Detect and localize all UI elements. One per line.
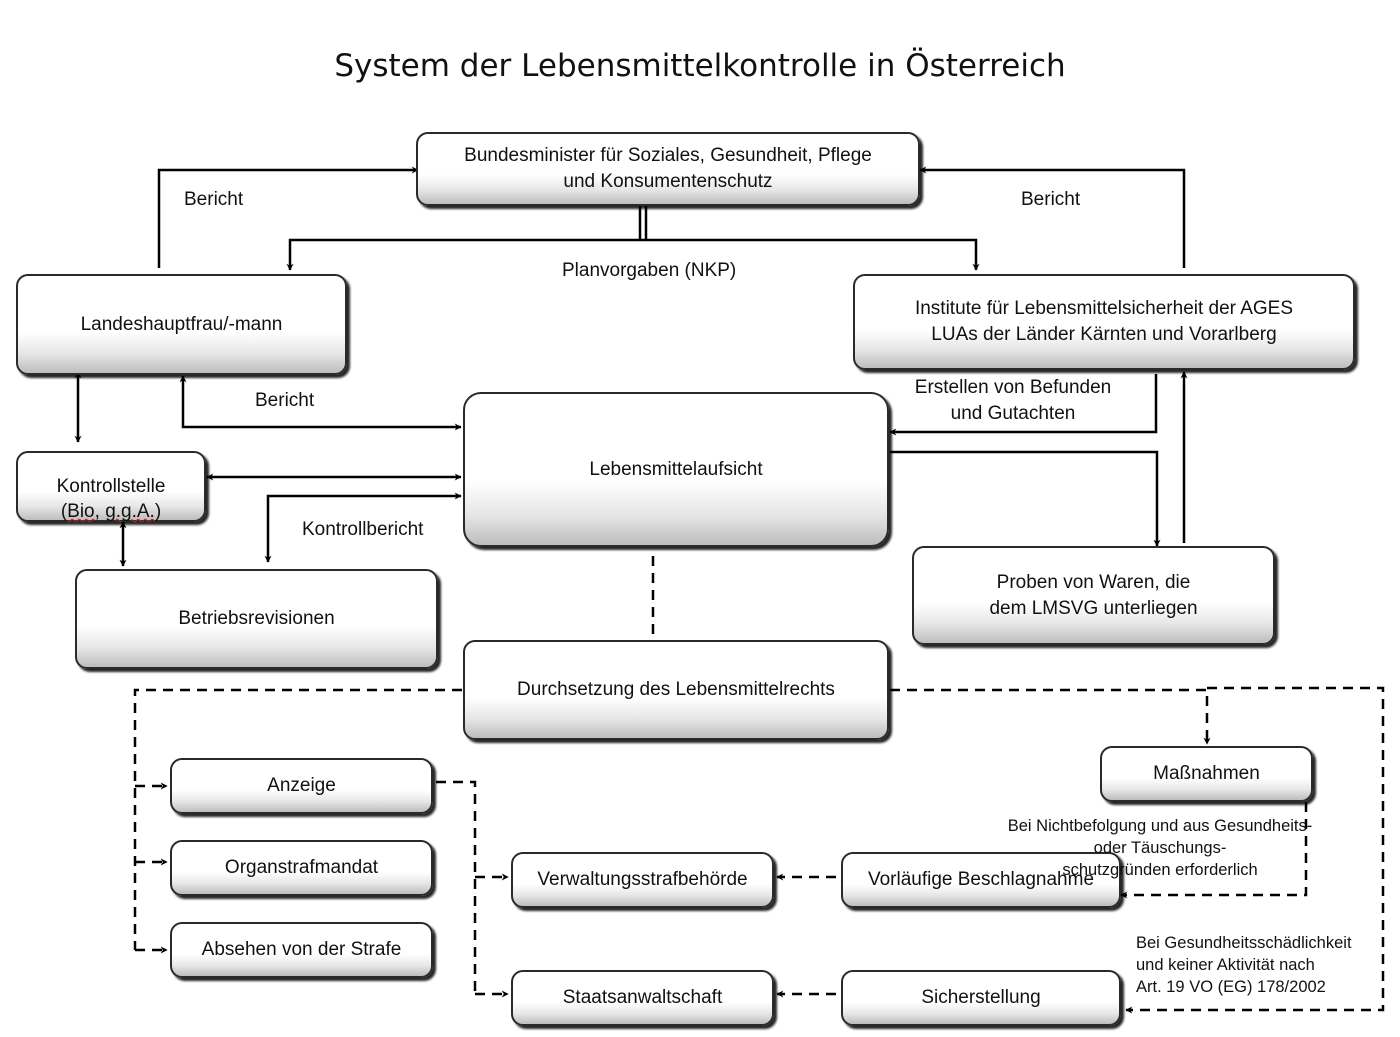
public-prosecutor-box: Staatsanwaltschaft [511,970,774,1026]
control-body-bio: Bio [67,501,95,522]
control-body-box: Kontrollstelle(Bio, g.g.A.) [16,451,206,522]
food-inspection-box: Lebensmittelaufsicht [463,392,889,547]
control-body-text: Kontrollstelle(Bio, g.g.A.) [56,476,166,522]
control-report-arrow [264,492,462,563]
waiver-box: Absehen von der Strafe [170,922,433,978]
health-hazard-label: Bei Gesundheitsschädlichkeit und keiner … [1136,934,1352,996]
on-the-spot-fine-box: Organstrafmandat [170,840,433,896]
findings-label: Erstellen von Befunden und Gutachten [914,377,1112,424]
plan-targets-label: Planvorgaben (NKP) [562,260,737,281]
inspection-samples-arrow [890,450,1161,547]
report-label-right: Bericht [1021,189,1081,210]
measures-box: Maßnahmen [1100,746,1313,802]
complaint-branch [436,780,477,994]
governor-inspection-arrow [179,375,462,431]
report-arrow-left [157,166,419,268]
control-body-gga: g.g.A. [105,501,155,522]
report-label-mid: Bericht [255,390,315,411]
non-compliance-label: Bei Nichtbefolgung und aus Gesundheits- … [1007,817,1313,879]
ages-box: Institute für Lebensmittelsicherheit der… [853,274,1355,370]
enforcement-box: Durchsetzung des Lebensmittelrechts [463,640,889,740]
admin-penalty-authority-box: Verwaltungsstrafbehörde [511,852,774,908]
ministry-box: Bundesminister für Soziales, Gesundheit,… [416,132,920,206]
report-arrow-right [919,166,1186,268]
plan-arrow-right [643,238,980,271]
operations-audit-box: Betriebsrevisionen [75,569,438,669]
provisional-seizure-box: Vorläufige Beschlagnahme [841,852,1121,908]
to-measures-arrow [890,688,1211,745]
control-report-label: Kontrollbericht [302,519,424,540]
safekeeping-box: Sicherstellung [841,970,1121,1026]
measures-seizure-arrow [1120,802,1308,899]
governor-box: Landeshauptfrau/-mann [16,274,347,375]
diagram-title: System der Lebensmittelkontrolle in Öste… [334,48,1066,84]
complaint-box: Anzeige [170,758,433,814]
enforcement-left-trunk [133,688,462,950]
report-label-left: Bericht [184,189,244,210]
findings-arrow [889,374,1158,436]
to-safekeeping-arrow [1125,686,1385,1014]
control-body-name: Kontrollstelle [56,476,166,497]
plan-arrow-left [286,238,643,271]
samples-box: Proben von Waren, die dem LMSVG unterlie… [912,546,1275,645]
